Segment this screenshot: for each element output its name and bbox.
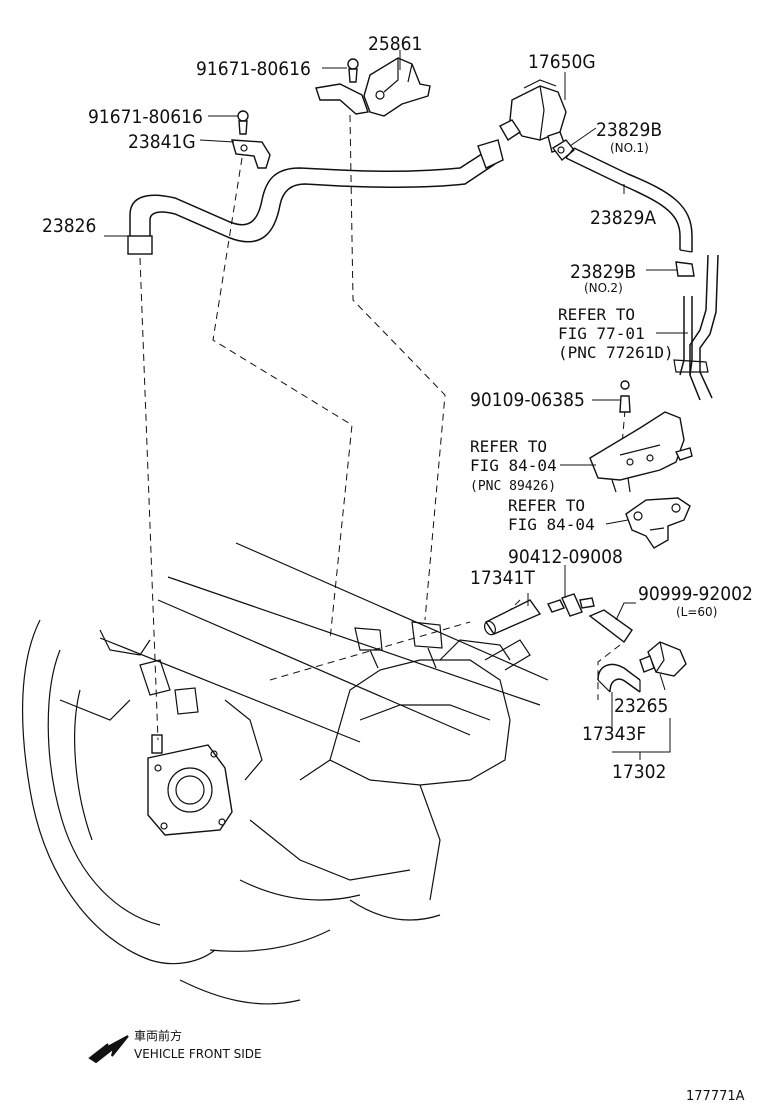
assembly-dashed-lines xyxy=(139,114,626,741)
hose-17341t xyxy=(483,599,542,636)
clip-23829b-no1 xyxy=(551,139,575,162)
label-17302: 17302 xyxy=(612,761,666,783)
label-90999: 90999-92002 xyxy=(638,583,753,605)
fitting-90412 xyxy=(547,593,595,617)
clamp-23841g xyxy=(231,139,271,169)
label-91671-a: 91671-80616 xyxy=(196,58,311,80)
ref3-line1: REFER TO xyxy=(508,496,585,515)
ref3-line2: FIG 84-04 xyxy=(508,515,595,534)
ref2-line3: (PNC 89426) xyxy=(470,479,556,494)
label-23829b-no2-note: (NO.2) xyxy=(584,281,623,295)
bolt-91671-b xyxy=(237,110,249,135)
figure-id: 177771A xyxy=(686,1089,745,1104)
sensor-23265 xyxy=(639,641,687,677)
label-23829a: 23829A xyxy=(590,207,656,229)
label-90412: 90412-09008 xyxy=(508,546,623,568)
label-17341t: 17341T xyxy=(470,567,535,589)
legend-japanese: 車両前方 xyxy=(134,1028,182,1043)
label-23265: 23265 xyxy=(614,695,668,717)
ref1-line3: (PNC 77261D) xyxy=(558,343,674,362)
label-23826: 23826 xyxy=(42,215,96,237)
ref1-line1: REFER TO xyxy=(558,305,635,324)
vehicle-front-legend: 車両前方 VEHICLE FRONT SIDE xyxy=(88,1028,262,1064)
engine-outline xyxy=(22,542,549,1005)
front-arrow-icon xyxy=(88,1035,129,1064)
bracket-84-04-lower xyxy=(625,497,691,549)
label-25861: 25861 xyxy=(368,33,422,55)
label-23829b-no2: 23829B xyxy=(570,261,636,283)
legend-english: VEHICLE FRONT SIDE xyxy=(134,1047,262,1061)
hose-23829a xyxy=(565,147,693,253)
label-90109: 90109-06385 xyxy=(470,389,585,411)
tube-90999 xyxy=(588,609,633,644)
bolt-91671-a xyxy=(347,58,359,83)
bracket-25861 xyxy=(315,57,431,117)
clip-23829b-no2 xyxy=(675,261,695,277)
ref2-line1: REFER TO xyxy=(470,437,547,456)
label-17650g: 17650G xyxy=(528,51,596,73)
bolt-90109 xyxy=(619,380,631,413)
ref2-line2: FIG 84-04 xyxy=(470,456,557,475)
label-17343f: 17343F xyxy=(582,723,646,745)
leader-lines xyxy=(104,50,688,760)
hose-17343f xyxy=(597,663,641,693)
hose-23826 xyxy=(127,139,504,255)
pipe-assembly-77-01 xyxy=(673,254,719,401)
bracket-84-04-upper xyxy=(589,411,693,493)
label-91671-b: 91671-80616 xyxy=(88,106,203,128)
label-90999-note: (L=60) xyxy=(676,605,717,619)
ref1-line2: FIG 77-01 xyxy=(558,324,645,343)
valve-17650g xyxy=(499,79,567,153)
label-23829b-no1: 23829B xyxy=(596,119,662,141)
label-23841g: 23841G xyxy=(128,131,196,153)
label-23829b-no1-note: (NO.1) xyxy=(610,141,649,155)
